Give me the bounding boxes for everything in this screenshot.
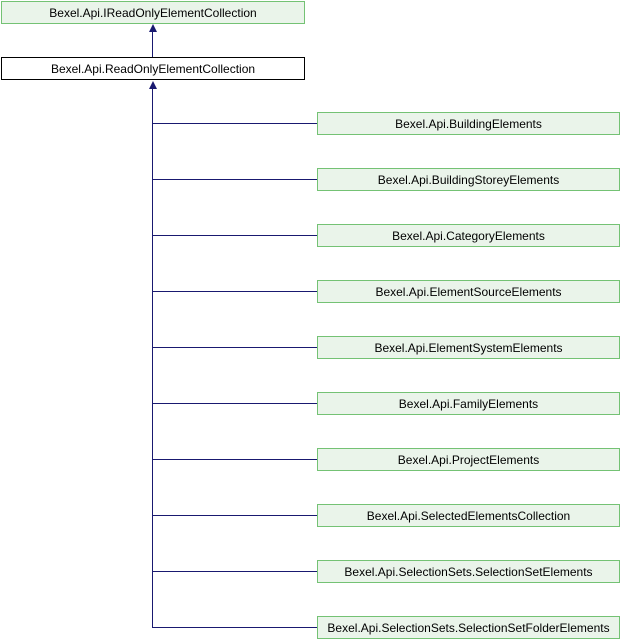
class-node-buildingelements[interactable]: Bexel.Api.BuildingElements: [317, 112, 620, 135]
inheritance-edge-branch: [153, 627, 317, 628]
class-node-selectedelementscollection[interactable]: Bexel.Api.SelectedElementsCollection: [317, 504, 620, 527]
inheritance-edge-branch: [153, 179, 317, 180]
inheritance-edge-branch: [153, 515, 317, 516]
inheritance-edge-branch: [153, 403, 317, 404]
class-node-categoryelements[interactable]: Bexel.Api.CategoryElements: [317, 224, 620, 247]
class-node-familyelements[interactable]: Bexel.Api.FamilyElements: [317, 392, 620, 415]
inheritance-edge-branch: [153, 571, 317, 572]
class-node-elementsystemelements[interactable]: Bexel.Api.ElementSystemElements: [317, 336, 620, 359]
inheritance-edge-branch: [153, 459, 317, 460]
class-node-projectelements[interactable]: Bexel.Api.ProjectElements: [317, 448, 620, 471]
inheritance-edge-current-to-interface: [152, 31, 153, 57]
inheritance-edge-branch: [153, 235, 317, 236]
class-node-buildingstoreyelements[interactable]: Bexel.Api.BuildingStoreyElements: [317, 168, 620, 191]
class-node-elementsourceelements[interactable]: Bexel.Api.ElementSourceElements: [317, 280, 620, 303]
inheritance-arrowhead-to-interface: [149, 24, 157, 32]
class-node-readonlyelementcollection: Bexel.Api.ReadOnlyElementCollection: [1, 57, 305, 80]
inheritance-arrowhead-to-current: [149, 81, 157, 89]
class-node-selectionsetelements[interactable]: Bexel.Api.SelectionSets.SelectionSetElem…: [317, 560, 620, 583]
inheritance-edge-branch: [153, 347, 317, 348]
inheritance-edge-branch: [153, 291, 317, 292]
inheritance-edge-trunk: [152, 88, 153, 628]
inheritance-edge-branch: [153, 123, 317, 124]
class-node-selectionsetfolderelements[interactable]: Bexel.Api.SelectionSets.SelectionSetFold…: [317, 616, 620, 639]
class-node-ireadonlyelementcollection[interactable]: Bexel.Api.IReadOnlyElementCollection: [1, 1, 305, 24]
